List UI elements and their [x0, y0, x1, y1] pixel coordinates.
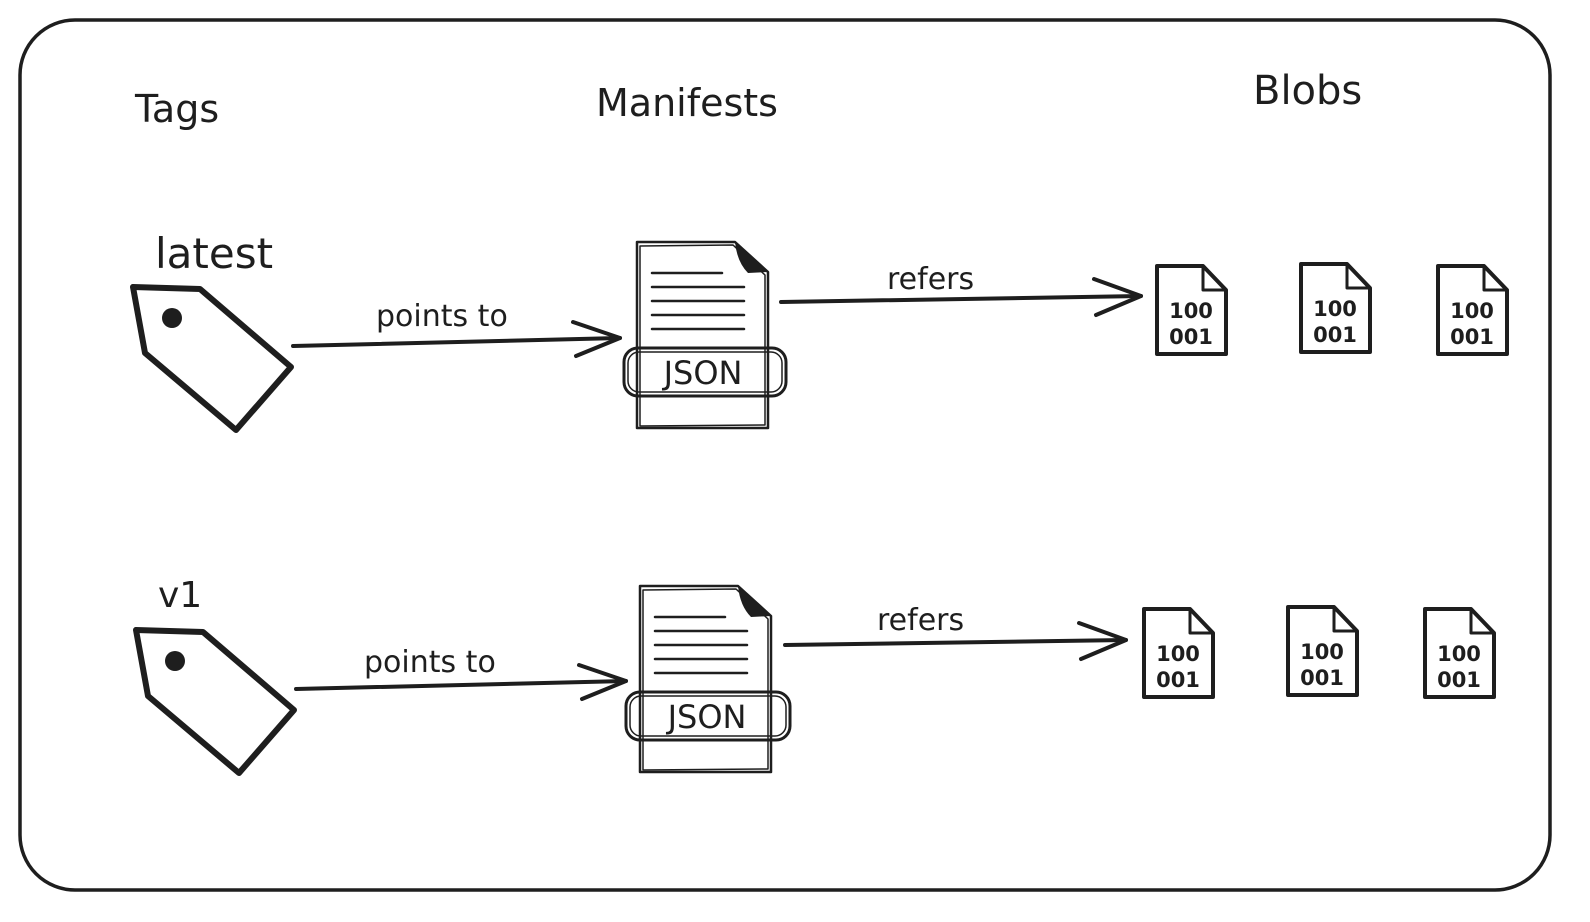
- tag-icon: [133, 627, 297, 776]
- refers-arrow: [783, 621, 1128, 661]
- blob-line-2: 001: [1313, 323, 1357, 347]
- binary-file-icon: [1155, 264, 1228, 356]
- refers-label: refers: [887, 262, 974, 297]
- blob-line-1: 100: [1450, 299, 1494, 323]
- column-header-tags: Tags: [134, 87, 219, 131]
- blob-line-1: 100: [1169, 299, 1213, 323]
- tag-name: latest: [155, 229, 273, 278]
- column-header-blobs: Blobs: [1253, 68, 1362, 114]
- row-v1: v1 points to JSON refers: [133, 575, 1496, 776]
- points-to-arrow: [294, 663, 628, 701]
- blob-file: 100 001: [1423, 607, 1496, 699]
- blob-line-2: 001: [1450, 325, 1494, 349]
- tag-icon: [130, 284, 294, 433]
- json-label: JSON: [666, 698, 747, 736]
- refers-arrow: [779, 277, 1143, 317]
- blob-line-1: 100: [1300, 640, 1344, 664]
- binary-file-icon: [1286, 605, 1359, 697]
- blob-line-2: 001: [1300, 666, 1344, 690]
- blob-line-1: 100: [1313, 297, 1357, 321]
- points-to-arrow: [291, 320, 622, 358]
- points-to-label: points to: [376, 299, 508, 334]
- points-to-label: points to: [364, 645, 496, 680]
- blob-line-1: 100: [1156, 642, 1200, 666]
- json-document-icon: [622, 240, 788, 430]
- column-header-manifests: Manifests: [596, 81, 778, 125]
- blob-line-2: 001: [1437, 668, 1481, 692]
- json-document-icon: [624, 584, 792, 774]
- blob-file: 100 001: [1299, 262, 1372, 354]
- diagram-frame: [18, 18, 1552, 892]
- binary-file-icon: [1142, 607, 1215, 699]
- refers-label: refers: [877, 603, 964, 638]
- blob-file: 100 001: [1286, 605, 1359, 697]
- blob-file: 100 001: [1436, 264, 1509, 356]
- blob-line-2: 001: [1169, 325, 1213, 349]
- json-label: JSON: [662, 354, 743, 392]
- binary-file-icon: [1423, 607, 1496, 699]
- row-latest: latest points to JSON: [130, 229, 1509, 433]
- binary-file-icon: [1299, 262, 1372, 354]
- binary-file-icon: [1436, 264, 1509, 356]
- blob-line-1: 100: [1437, 642, 1481, 666]
- blob-file: 100 001: [1142, 607, 1215, 699]
- tag-name: v1: [158, 575, 202, 616]
- blob-line-2: 001: [1156, 668, 1200, 692]
- blob-file: 100 001: [1155, 264, 1228, 356]
